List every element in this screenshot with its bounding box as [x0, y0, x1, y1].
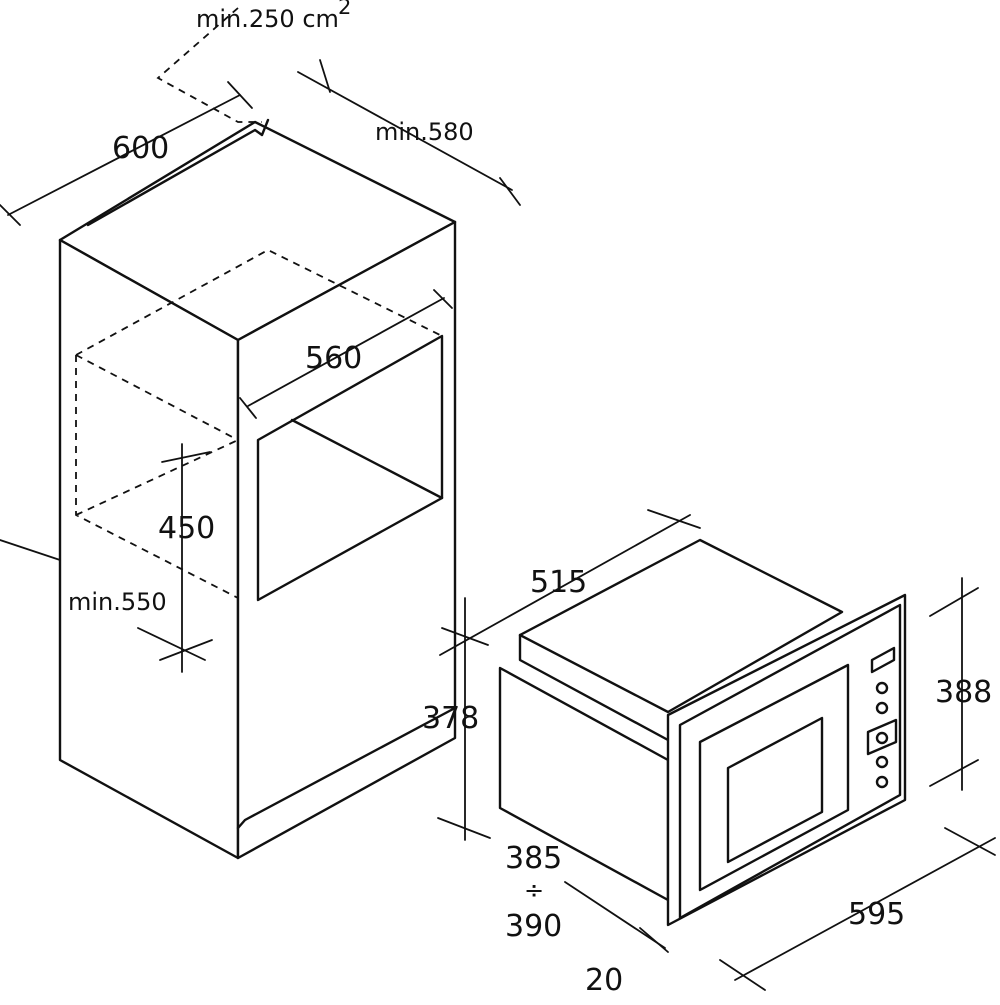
appliance-width-range-symbol: ÷: [524, 876, 544, 904]
vent-outline: [156, 7, 262, 123]
appliance-dimensions: [437, 509, 996, 991]
dim-line-385: [564, 881, 666, 949]
dim-line-580: [297, 71, 513, 191]
control-dial: [875, 731, 889, 745]
vent-label-superscript: 2: [338, 0, 351, 19]
appliance-front-height-label: 388: [935, 675, 992, 710]
appliance-width-max-label: 390: [505, 909, 562, 944]
niche-hidden-box: [75, 248, 443, 599]
niche-height-label: 450: [158, 511, 215, 546]
appliance-depth-label: 515: [530, 565, 587, 600]
control-dial-box: [866, 718, 898, 756]
control-display: [870, 646, 896, 674]
control-button-1: [875, 681, 889, 695]
niche-inner-edge: [290, 418, 444, 500]
appliance: [498, 538, 907, 927]
vent-notch: [86, 118, 270, 227]
dim-line-560: [247, 297, 445, 407]
appliance-front-width-label: 595: [848, 897, 905, 932]
niche-width-label: 560: [305, 341, 362, 376]
control-button-2: [875, 701, 889, 715]
appliance-front-inner: [678, 603, 902, 920]
dim-line-550: [0, 539, 61, 561]
labels: min.250 cm 2 600 min.580 560 450 min.550…: [68, 0, 992, 998]
dim-line-595: [734, 837, 996, 981]
cabinet-depth-label: min.580: [375, 118, 474, 146]
control-button-4: [875, 775, 889, 789]
door-window: [726, 716, 824, 864]
appliance-body-height-label: 378: [422, 701, 479, 736]
appliance-body-edge: [518, 633, 670, 742]
cabinet-left-face: [58, 238, 240, 860]
control-button-3: [875, 755, 889, 769]
dim-line-600: [7, 94, 241, 216]
vent-label: min.250 cm: [196, 5, 339, 33]
cabinet-dimensions: [0, 59, 521, 673]
dim-line-515: [439, 514, 691, 656]
appliance-top-face: [518, 538, 844, 714]
cabinet: [58, 7, 457, 860]
appliance-width-min-label: 385: [505, 841, 562, 876]
cabinet-plinth: [236, 706, 457, 830]
base-height-label: min.550: [68, 588, 167, 616]
cabinet-width-label: 600: [112, 131, 169, 166]
appliance-front-thickness-label: 20: [585, 963, 623, 998]
